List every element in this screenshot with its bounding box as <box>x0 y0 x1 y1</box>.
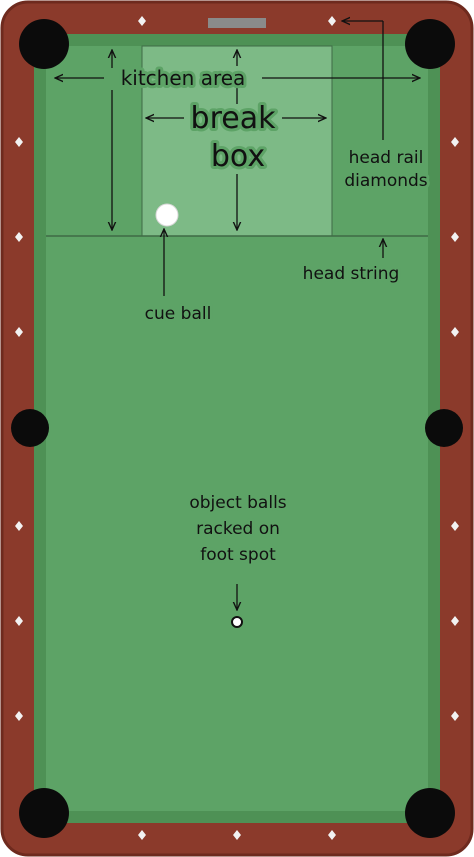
diamond-icon <box>328 16 336 26</box>
head-rail-diamonds-label-line1: head rail <box>349 148 424 168</box>
foot-spot-ball <box>231 616 243 628</box>
head-rail-sight <box>208 18 266 28</box>
diamond-icon <box>451 232 459 242</box>
rail-diamonds <box>15 16 459 840</box>
object-balls-label-line2: racked on <box>196 519 280 539</box>
object-balls-label-line1: object balls <box>189 493 286 513</box>
diamond-icon <box>15 137 23 147</box>
pocket-icon <box>19 788 69 838</box>
break-box-label-line1: break <box>191 101 277 136</box>
pocket-icon <box>11 409 49 447</box>
annotation-arrows <box>55 21 420 610</box>
diamond-icon <box>451 521 459 531</box>
head-string-label: head string <box>303 264 400 284</box>
cue-ball-label: cue ball <box>145 304 212 324</box>
diamond-icon <box>451 327 459 337</box>
pocket-icon <box>19 19 69 69</box>
diamond-icon <box>451 616 459 626</box>
diamond-icon <box>15 327 23 337</box>
diamond-icon <box>451 711 459 721</box>
labels: kitchen area break box head rail diamond… <box>118 63 431 568</box>
diamond-icon <box>233 830 241 840</box>
diamond-icon <box>138 16 146 26</box>
diamond-icon <box>15 616 23 626</box>
diamond-icon <box>15 711 23 721</box>
cue-ball <box>155 203 179 227</box>
kitchen-area-label: kitchen area <box>121 66 246 90</box>
object-balls-label-line3: foot spot <box>200 545 276 565</box>
pocket-icon <box>405 19 455 69</box>
break-box-label-line2: box <box>211 139 265 174</box>
diamond-icon <box>328 830 336 840</box>
diamond-icon <box>15 232 23 242</box>
pockets <box>11 19 463 838</box>
diamond-icon <box>138 830 146 840</box>
head-rail-diamonds-label-line2: diamonds <box>344 171 427 191</box>
diamond-icon <box>15 521 23 531</box>
pocket-icon <box>425 409 463 447</box>
diamond-icon <box>451 137 459 147</box>
pocket-icon <box>405 788 455 838</box>
